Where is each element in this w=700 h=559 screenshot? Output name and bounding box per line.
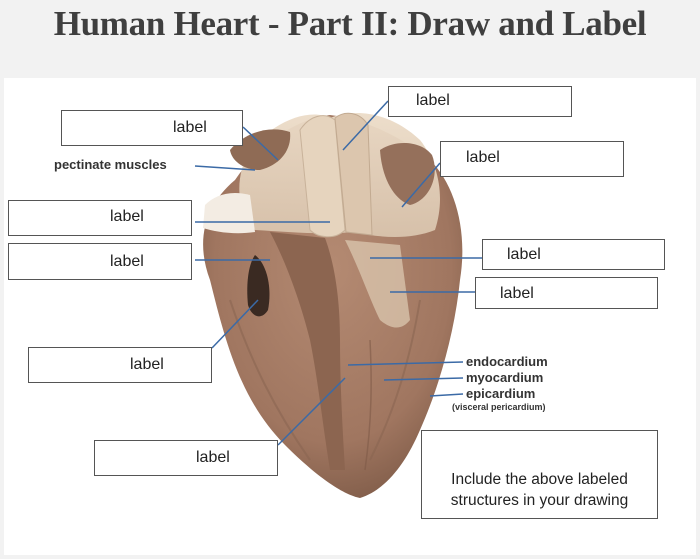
leader-line: [194, 165, 256, 171]
label-text: label: [507, 246, 541, 263]
endocardium-label: endocardium: [466, 354, 548, 369]
label-box-bottom[interactable]: label: [94, 440, 278, 476]
label-text: label: [173, 119, 207, 136]
leader-line: [342, 100, 389, 151]
instruction-line-1: Include the above labeled: [451, 471, 628, 488]
label-box-left-2[interactable]: label: [8, 200, 192, 236]
label-text: label: [110, 208, 144, 225]
label-text: label: [500, 285, 534, 302]
label-box-right-1[interactable]: label: [440, 141, 624, 177]
page-title: Human Heart - Part II: Draw and Label: [53, 4, 647, 43]
instruction-line-2: structures in your drawing: [450, 492, 629, 509]
label-text: label: [466, 149, 500, 166]
label-text: label: [130, 356, 164, 373]
label-box-left-4[interactable]: label: [28, 347, 212, 383]
leader-line: [347, 361, 464, 366]
label-box-right-2[interactable]: label: [482, 239, 665, 270]
leader-line: [383, 377, 464, 381]
pectinate-muscles-label: pectinate muscles: [54, 157, 167, 172]
leader-line: [242, 126, 279, 161]
leader-line: [277, 377, 346, 446]
label-box-right-3[interactable]: label: [475, 277, 658, 309]
label-text: label: [416, 92, 450, 109]
heart-illustration: [203, 112, 463, 498]
label-text: label: [196, 449, 230, 466]
visceral-pericardium-label: (visceral pericardium): [452, 402, 546, 412]
label-box-top[interactable]: label: [388, 86, 572, 117]
leader-line: [401, 162, 441, 208]
myocardium-label: myocardium: [466, 370, 544, 385]
label-text: label: [110, 253, 144, 270]
label-box-left-3[interactable]: label: [8, 243, 192, 280]
instruction-box: Include the above labeled structures in …: [421, 430, 658, 519]
leader-line: [429, 393, 464, 397]
leader-lines: [194, 100, 482, 446]
epicardium-label: epicardium: [466, 386, 536, 401]
leader-line: [211, 299, 259, 349]
label-box-left-1[interactable]: label: [61, 110, 243, 146]
